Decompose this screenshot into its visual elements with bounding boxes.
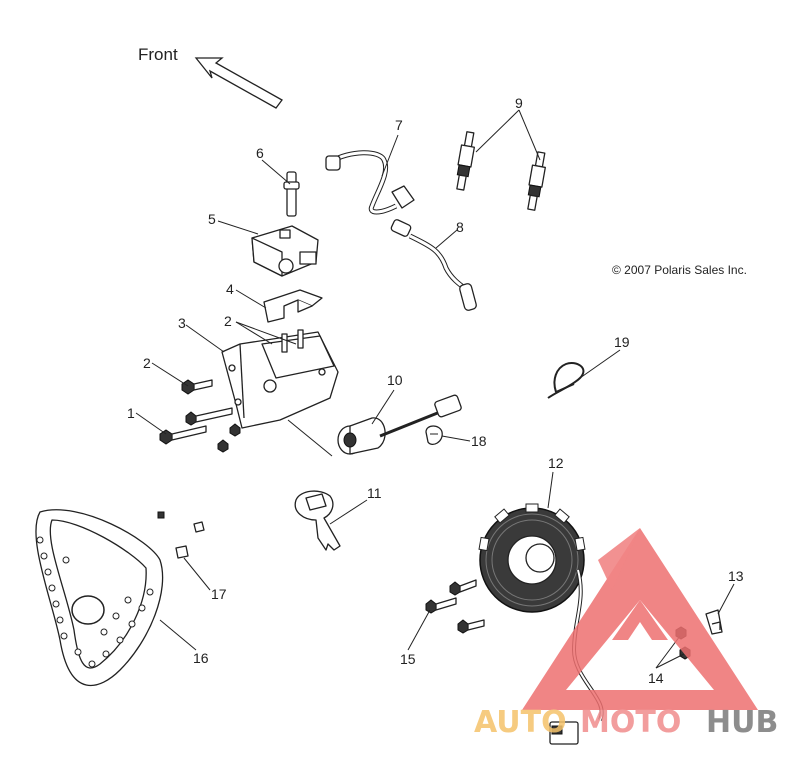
callout-16: 16 [193, 650, 209, 666]
part-11-key [294, 490, 341, 551]
callout-11: 11 [367, 485, 382, 501]
front-arrow-icon [194, 57, 283, 109]
watermark-hub: HUB [706, 705, 778, 740]
callout-14: 14 [648, 670, 664, 686]
front-indicator: Front [138, 45, 283, 109]
callout-3: 3 [178, 315, 186, 331]
watermark: AUTO MOTO HUB [474, 528, 778, 740]
part-2-bolt [181, 379, 213, 395]
watermark-logo-icon [522, 528, 758, 710]
callout-2b: 2 [224, 313, 232, 329]
callout-17: 17 [211, 586, 227, 602]
bracket-screws [185, 407, 241, 453]
part-15-screws [425, 579, 485, 634]
part-17-clips [157, 511, 205, 559]
copyright-text: © 2007 Polaris Sales Inc. [612, 263, 747, 277]
callout-9: 9 [515, 95, 523, 111]
callout-6: 6 [256, 145, 264, 161]
callout-8: 8 [456, 219, 464, 235]
part-1-bolt [159, 425, 207, 445]
part-19-cable-tie [547, 362, 585, 399]
part-9-spark-plugs [456, 131, 546, 211]
callout-7: 7 [395, 117, 403, 133]
part-10-ignition-switch [337, 394, 462, 455]
callout-19: 19 [614, 334, 630, 350]
part-6-pin [283, 171, 300, 217]
callout-1: 1 [127, 405, 135, 421]
part-4-bracket [263, 289, 323, 323]
callout-labels: 1 2 2 3 4 5 6 7 8 9 10 11 12 13 14 15 16… [127, 95, 744, 686]
part-8-plug-wire [390, 219, 477, 311]
part-5-coil [251, 225, 319, 277]
part-13-bracket [705, 609, 723, 635]
callout-15: 15 [400, 651, 416, 667]
part-16-cover [35, 509, 164, 687]
leader-lines [135, 109, 735, 669]
callout-13: 13 [728, 568, 744, 584]
part-7-plug-wire [325, 150, 415, 215]
callout-4: 4 [226, 281, 234, 297]
part-3-mount-plate [221, 329, 339, 429]
callout-2a: 2 [143, 355, 151, 371]
callout-5: 5 [208, 211, 216, 227]
callout-18: 18 [471, 433, 487, 449]
watermark-moto: MOTO [580, 705, 681, 740]
part-18-clip [425, 425, 443, 446]
front-label: Front [138, 45, 178, 64]
watermark-auto: AUTO [474, 705, 567, 740]
callout-12: 12 [548, 455, 564, 471]
callout-10: 10 [387, 372, 403, 388]
